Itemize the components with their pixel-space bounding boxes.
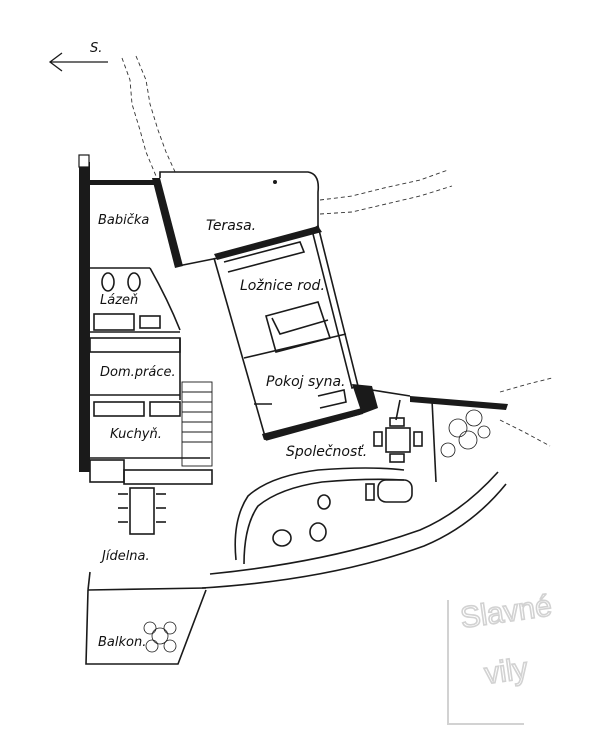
label-kuchyn: Kuchyň. bbox=[110, 427, 162, 442]
label-babicka: Babička bbox=[98, 213, 149, 228]
label-spolecnost: Společnosť. bbox=[286, 444, 367, 460]
outer-walls bbox=[78, 154, 508, 665]
room-labels: Babička Terasa. Lázeň Ložnice rod. Dom.p… bbox=[98, 213, 367, 650]
label-lazen: Lázeň bbox=[100, 293, 138, 308]
label-jidelna: Jídelna. bbox=[99, 549, 150, 564]
label-balkon: Balkon. bbox=[98, 635, 146, 650]
compass: S. bbox=[48, 41, 108, 72]
label-pokoj-syna: Pokoj syna. bbox=[266, 374, 346, 390]
watermark-logo: Slavné vily bbox=[447, 589, 555, 725]
label-terasa: Terasa. bbox=[206, 218, 256, 234]
watermark-line1: Slavné bbox=[458, 589, 553, 634]
arrow-left-icon bbox=[48, 52, 108, 72]
bedroom-block bbox=[213, 224, 363, 441]
watermark-line2: vily bbox=[482, 652, 530, 691]
staircase bbox=[181, 381, 213, 467]
terrace-table bbox=[373, 417, 423, 463]
plant-icon-east bbox=[440, 409, 491, 458]
terrain-hatching bbox=[121, 55, 553, 447]
label-dom-prace: Dom.práce. bbox=[100, 365, 176, 380]
plant-icon-balcony bbox=[143, 621, 177, 653]
label-loznice: Ložnice rod. bbox=[240, 278, 325, 294]
compass-label: S. bbox=[90, 41, 102, 56]
west-wall bbox=[79, 162, 90, 472]
